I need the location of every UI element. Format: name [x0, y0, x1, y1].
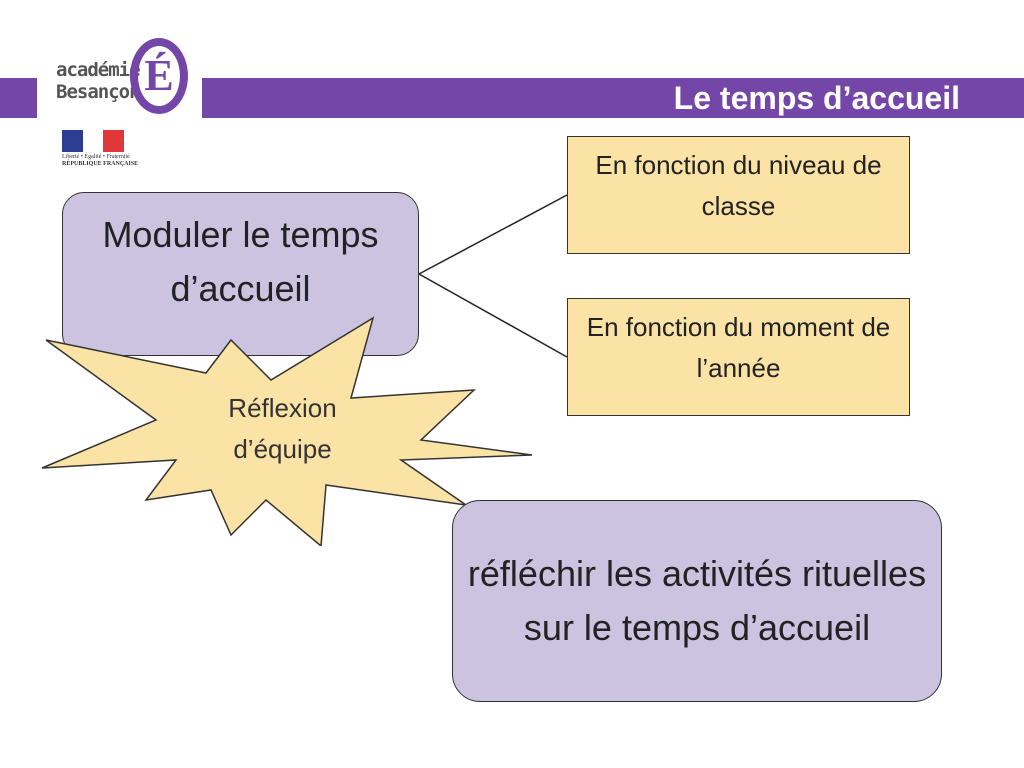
connector-line-1 — [418, 194, 568, 275]
page-title: Le temps d’accueil — [673, 80, 960, 116]
conclusion-box: réfléchir les activités rituelles sur le… — [452, 500, 942, 702]
logo-line-2: Besançon — [56, 81, 141, 103]
burst-text: Réflexion d’équipe — [228, 393, 337, 464]
connector-line-2 — [418, 273, 568, 358]
republic-motto: Liberté • Égalité • Fraternité — [62, 154, 130, 160]
flag-icon — [62, 130, 125, 152]
academie-besancon-logo: académie Besançon É — [52, 26, 194, 126]
conclusion-text: réfléchir les activités rituelles sur le… — [467, 553, 927, 648]
logo-letter: É — [130, 38, 188, 114]
title-bar-left — [0, 78, 37, 118]
republique-francaise-logo: Liberté • Égalité • Fraternité RÉPUBLIQU… — [62, 130, 139, 168]
branch-box-level: En fonction du niveau de classe — [567, 136, 910, 254]
branch-text-moment: En fonction du moment de l’année — [586, 312, 891, 383]
logo-line-1: académie — [56, 59, 141, 81]
republic-name: RÉPUBLIQUE FRANÇAISE — [62, 161, 139, 167]
branch-text-level: En fonction du niveau de classe — [595, 150, 882, 221]
main-concept-text: Moduler le temps d’accueil — [102, 214, 379, 309]
branch-box-moment: En fonction du moment de l’année — [567, 298, 910, 416]
title-bar — [202, 78, 1024, 118]
